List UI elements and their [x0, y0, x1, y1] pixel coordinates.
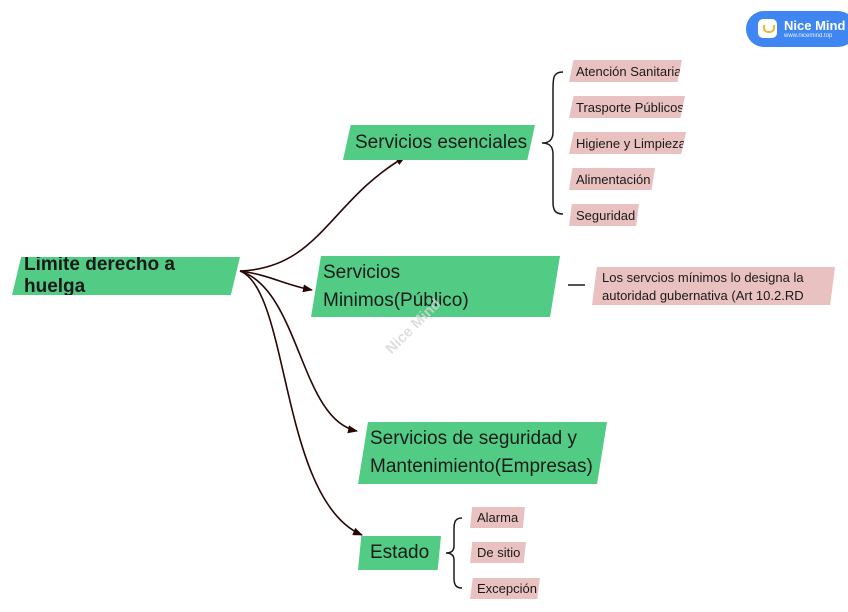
leaf-label: Alarma [477, 510, 519, 525]
branch-label-line2: Mantenimiento(Empresas) [370, 456, 593, 477]
branch-servicios-esenciales[interactable]: Servicios esenciales [343, 125, 535, 160]
leaf-label: Alimentación [576, 171, 651, 187]
leaf-label: Trasporte Públicos [576, 99, 684, 115]
leaf-trasporte-publicos[interactable]: Trasporte Públicos [569, 96, 685, 118]
root-node[interactable]: Limite derecho a huelga [12, 257, 240, 295]
leaf-de-sitio[interactable]: De sitio [470, 542, 526, 563]
brace-estado [445, 517, 463, 589]
leaf-label: Higiene y Limpieza [576, 135, 686, 151]
edge-root-to-servicios-minimos [239, 270, 313, 293]
note-line1: Los servcios mínimos lo designa la [602, 270, 804, 285]
edge-root-to-estado [239, 270, 363, 536]
nice-mind-logo[interactable]: Nice Mind www.nicemind.top [746, 11, 848, 47]
leaf-label: De sitio [477, 545, 521, 560]
brace-servicios-esenciales [541, 71, 564, 215]
branch-label: Estado [370, 542, 430, 563]
leaf-higiene-limpieza[interactable]: Higiene y Limpieza [569, 132, 686, 154]
leaf-label: Atención Sanitaria [576, 63, 682, 79]
edge-root-to-servicios-seguridad [239, 270, 358, 434]
branch-servicios-seguridad[interactable]: Servicios de seguridad y Mantenimiento(E… [358, 422, 607, 484]
leaf-excepcion[interactable]: Excepción [470, 578, 540, 599]
branch-label: Servicios de seguridad y Mantenimiento(E… [370, 425, 593, 481]
leaf-alarma[interactable]: Alarma [470, 507, 525, 528]
branch-label: Servicios esenciales [355, 131, 528, 153]
leaf-alimentacion[interactable]: Alimentación [569, 168, 655, 190]
leaf-label: Seguridad [576, 207, 636, 223]
nice-mind-logo-icon [758, 19, 777, 38]
logo-name: Nice Mind [784, 18, 846, 33]
branch-label-line1: Servicios [323, 261, 401, 283]
root-label: Limite derecho a huelga [24, 254, 175, 297]
leaf-seguridad[interactable]: Seguridad [569, 204, 639, 226]
note-servicios-minimos[interactable]: Los servcios mínimos lo designa la autor… [592, 267, 835, 305]
branch-label-line2: Minimos(Público) [323, 289, 469, 311]
branch-label: Servicios Minimos(Público) [323, 259, 469, 315]
leaf-atencion-sanitaria[interactable]: Atención Sanitaria [569, 60, 682, 82]
branch-servicios-minimos[interactable]: Servicios Minimos(Público) [311, 256, 560, 317]
branch-estado[interactable]: Estado [358, 536, 441, 570]
note-line2: autoridad gubernativa (Art 10.2.RD RLT) [602, 288, 804, 321]
logo-url: www.nicemind.top [784, 33, 833, 39]
branch-label-line1: Servicios de seguridad y [370, 428, 577, 449]
leaf-label: Excepción [477, 581, 537, 596]
edge-root-to-servicios-esenciales [239, 156, 406, 272]
